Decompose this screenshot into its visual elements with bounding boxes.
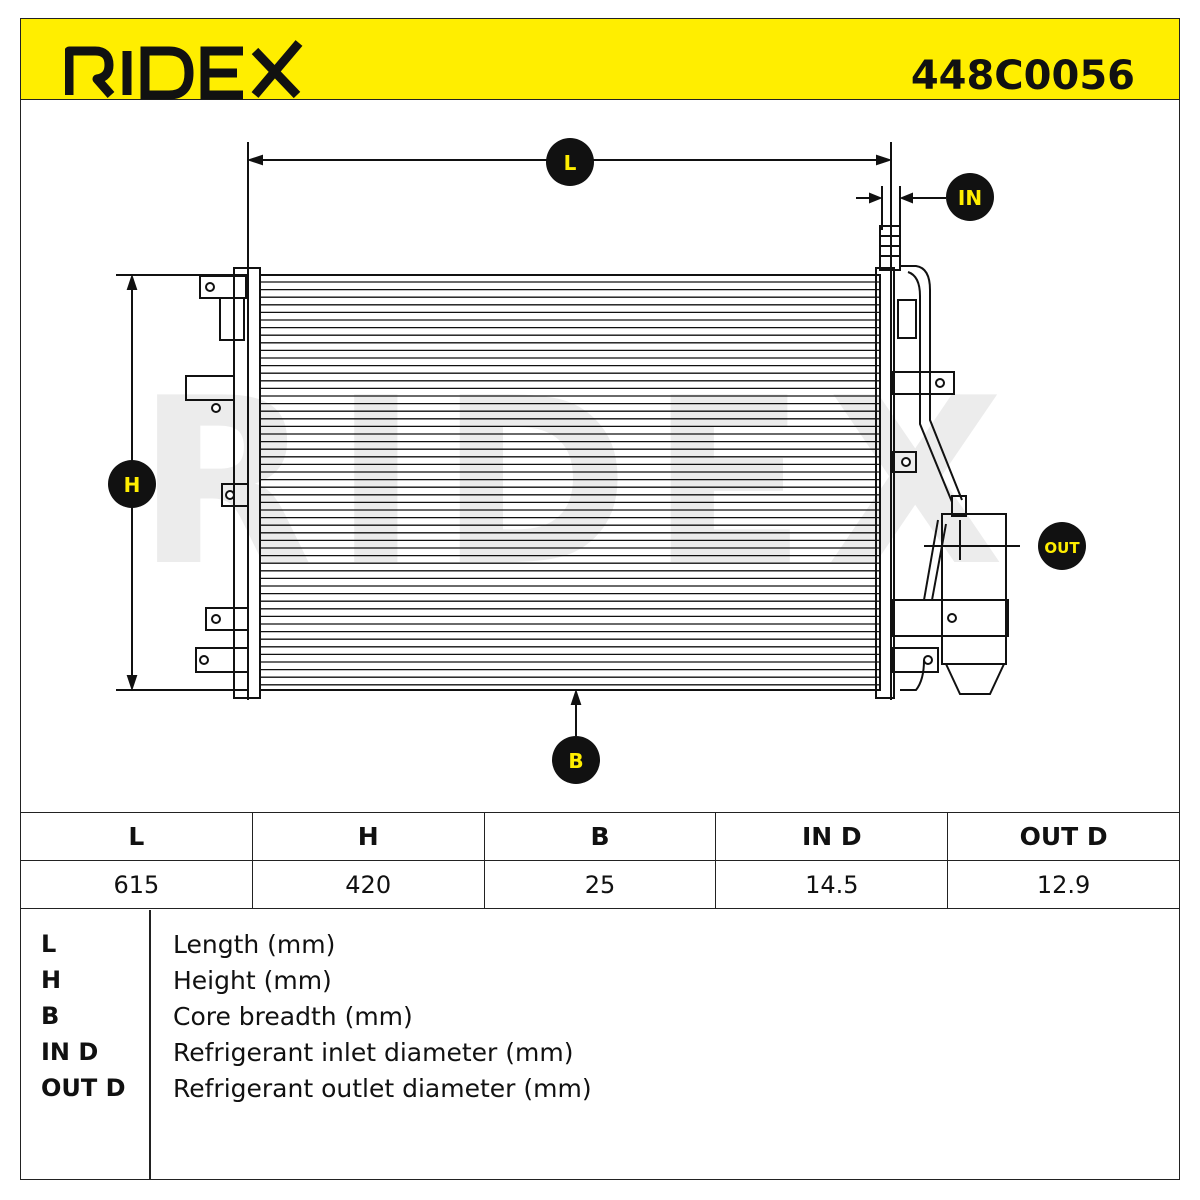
callout-H: H — [108, 460, 156, 508]
callout-B: B — [552, 736, 600, 784]
watermark-text: RIDEX — [136, 350, 1024, 617]
legend-key: L — [41, 930, 57, 958]
legend-description: Height (mm) — [173, 966, 332, 995]
dimensions-header-row: L H B IN D OUT D — [20, 812, 1180, 861]
legend-item: IN D Refrigerant inlet diameter (mm) — [21, 1038, 1179, 1074]
part-number: 448C0056 — [910, 53, 1135, 99]
legend-key: IN D — [41, 1038, 99, 1066]
callout-L: L — [546, 138, 594, 186]
legend-key: H — [41, 966, 62, 994]
legend-description: Refrigerant inlet diameter (mm) — [173, 1038, 574, 1067]
callout-OUT: OUT — [1038, 522, 1086, 570]
legend-key: OUT D — [41, 1074, 126, 1102]
header-B: B — [483, 812, 717, 861]
dimensions-value-row: 615 420 25 14.5 12.9 — [20, 860, 1180, 909]
legend-description: Core breadth (mm) — [173, 1002, 413, 1031]
brand-logo — [64, 39, 315, 105]
callout-H-text: H — [124, 473, 141, 497]
core-fins — [260, 281, 880, 686]
legend-box: L Length (mm) H Height (mm) B Core bread… — [20, 910, 1180, 1180]
callout-B-text: B — [568, 749, 583, 773]
legend-item: B Core breadth (mm) — [21, 1002, 1179, 1038]
value-H: 420 — [251, 860, 485, 909]
callout-L-text: L — [564, 151, 577, 175]
header-IN-D: IN D — [715, 812, 949, 861]
callout-IN-text: IN — [958, 186, 982, 210]
header-H: H — [251, 812, 485, 861]
value-B: 25 — [483, 860, 717, 909]
legend-key: B — [41, 1002, 60, 1030]
ridex-logo — [64, 40, 303, 100]
legend-item: H Height (mm) — [21, 966, 1179, 1002]
callout-IN: IN — [946, 173, 994, 221]
legend-divider — [149, 910, 151, 1179]
technical-drawing: RIDEX — [20, 100, 1180, 812]
legend-item: OUT D Refrigerant outlet diameter (mm) — [21, 1074, 1179, 1110]
callout-OUT-text: OUT — [1044, 539, 1080, 557]
condenser-diagram: RIDEX — [108, 138, 1086, 784]
legend-description: Length (mm) — [173, 930, 336, 959]
header-OUT-D: OUT D — [947, 812, 1180, 861]
legend-item: L Length (mm) — [21, 930, 1179, 966]
dimensions-table: L H B IN D OUT D 615 420 25 14.5 12.9 — [20, 812, 1180, 909]
header-bar: 448C0056 — [20, 18, 1180, 100]
value-L: 615 — [20, 860, 253, 909]
value-IN-D: 14.5 — [715, 860, 949, 909]
legend-description: Refrigerant outlet diameter (mm) — [173, 1074, 592, 1103]
value-OUT-D: 12.9 — [947, 860, 1180, 909]
header-L: L — [20, 812, 253, 861]
